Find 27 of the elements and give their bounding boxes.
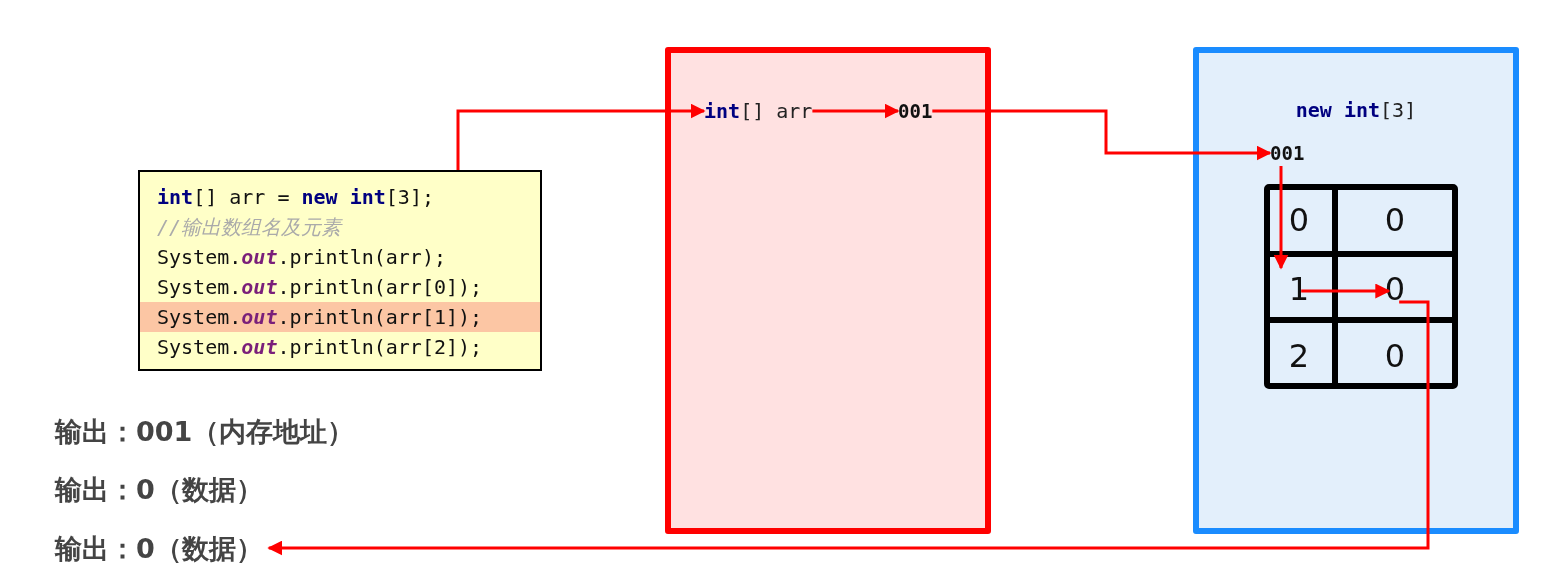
output-text: 输出：0（数据） — [55, 473, 263, 507]
array-cell-value: 2 — [1288, 336, 1310, 377]
output-text: 输出：0（数据） — [55, 532, 263, 566]
code-box — [138, 170, 542, 371]
arrow — [1301, 283, 1391, 299]
code-line: int[] arr = new int[3]; — [156, 184, 435, 211]
code-line: System.out.println(arr[0]); — [156, 274, 484, 301]
arrow — [812, 103, 900, 119]
code-line: System.out.println(arr[2]); — [156, 334, 484, 361]
array-cell-value: 0 — [1384, 200, 1406, 241]
address-label: 001 — [898, 99, 933, 124]
heap-memory-panel — [1193, 47, 1519, 534]
stack-memory-panel — [665, 47, 991, 534]
array-cell-value: 0 — [1384, 269, 1406, 310]
array-cell-value: 0 — [1384, 336, 1406, 377]
array-cell-value: 0 — [1288, 200, 1310, 241]
arrow — [456, 103, 706, 170]
array-cell-value: 1 — [1288, 269, 1310, 310]
heap-heading: new int[3] — [1294, 98, 1418, 122]
address-label: 001 — [1270, 141, 1305, 166]
arrow — [1273, 166, 1289, 270]
arrow — [267, 300, 1430, 556]
code-line: System.out.println(arr); — [156, 244, 447, 271]
variable-label: int[] arr — [704, 98, 813, 125]
arrow — [932, 109, 1272, 161]
output-text: 输出：001（内存地址） — [55, 415, 355, 449]
code-comment: //输出数组名及元素 — [156, 214, 344, 241]
